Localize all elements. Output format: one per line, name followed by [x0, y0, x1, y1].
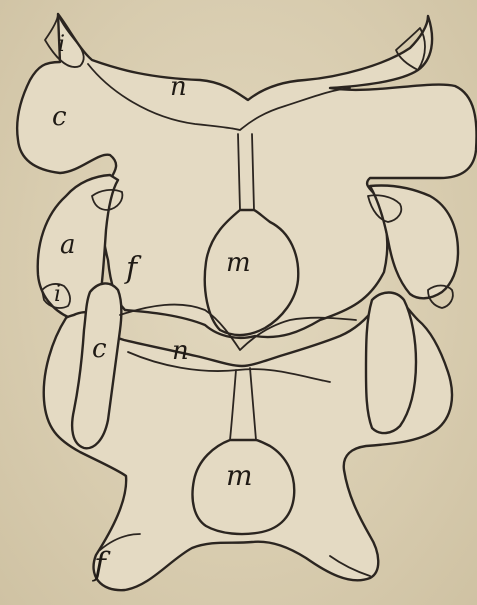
- label-f-top: f: [126, 254, 137, 284]
- label-i-left: i: [54, 284, 61, 306]
- lower-right-lobe: [366, 293, 416, 434]
- label-m-bottom: m: [226, 462, 253, 490]
- label-i-top: i: [58, 34, 65, 56]
- label-n-top: n: [170, 74, 187, 100]
- label-n-mid: n: [172, 338, 189, 364]
- label-a: a: [60, 232, 76, 258]
- label-m-top: m: [226, 250, 251, 276]
- label-f-bottom: f: [94, 548, 106, 580]
- label-c-mid: c: [92, 336, 107, 362]
- label-c-top: c: [52, 104, 67, 130]
